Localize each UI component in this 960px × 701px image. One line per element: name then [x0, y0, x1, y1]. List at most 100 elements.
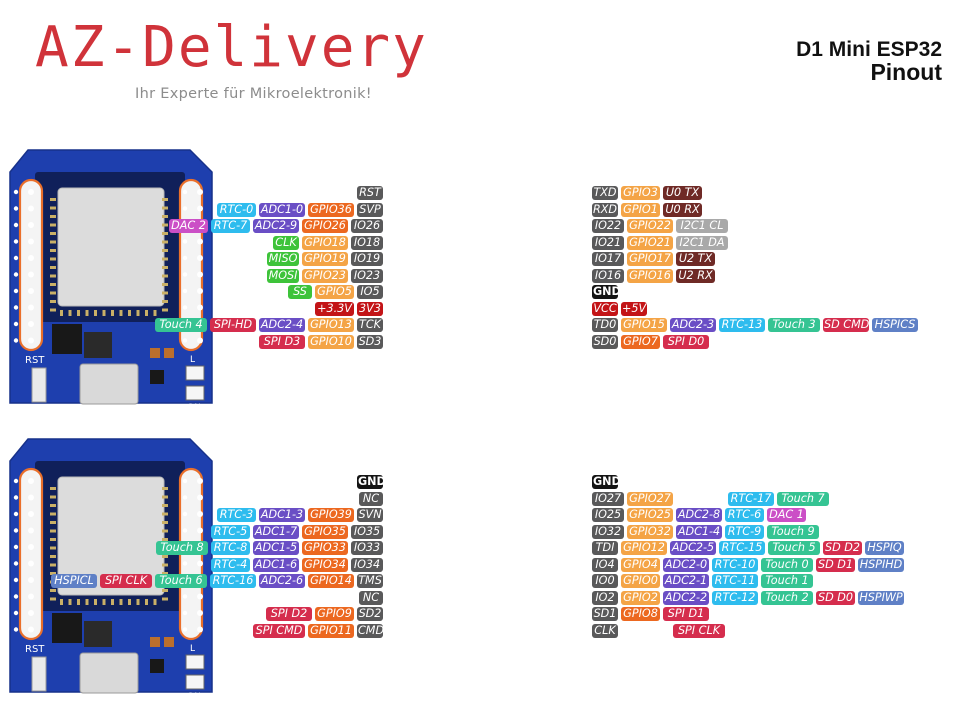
top-left-pin-8-3-3v: +3.3V	[315, 301, 354, 316]
bottom-left-pin-7-gpio14: GPIO14	[308, 574, 354, 588]
bottom-right-pin-5-hspiq: HSPIQ	[865, 541, 904, 555]
bottom-right-pin-8-touch-2: Touch 2	[761, 590, 813, 605]
top-right-pin-9-rtc-13: RTC-13	[719, 318, 765, 332]
bottom-right-pin-9-gpio8: GPIO8	[621, 607, 660, 621]
top-left-pin-3-dac-2: DAC 2	[169, 219, 208, 233]
top-right-pin-4-gpio21: GPIO21	[627, 235, 673, 250]
bottom-left-pin-1-gnd: GND	[357, 475, 386, 489]
bottom-left-pin-6-io34: IO34	[351, 557, 383, 572]
top-right-pin-4-io21: IO21	[592, 235, 624, 250]
rst-label: RST	[25, 644, 45, 655]
top-left-pin-6-gpio23: GPIO23	[302, 268, 348, 283]
bottom-right-pin-6-sd-d1: SD D1	[816, 557, 855, 572]
top-left-pin-6-io23: IO23	[351, 268, 383, 283]
bottom-left-pin-7-rtc-16: RTC-16	[210, 574, 256, 588]
bottom-left-pin-6-rtc-4: RTC-4	[211, 557, 250, 572]
bottom-left-pin-9-sd2: SD2	[357, 607, 383, 621]
top-left-pin-4-gpio18: GPIO18	[302, 235, 348, 250]
led-on	[185, 674, 205, 690]
bottom-right-pin-10-clk: CLK	[592, 623, 618, 638]
top-left-pin-9-touch-4: Touch 4	[155, 318, 207, 332]
top-left-pin-5-gpio19: GPIO19	[302, 252, 348, 266]
top-right-pin-2-u0-rx: U0 RX	[663, 202, 702, 217]
top-left-pin-2-rtc-0: RTC-0	[217, 202, 256, 217]
top-right-pin-2-gpio1: GPIO1	[621, 202, 660, 217]
bottom-right-pin-6-rtc-10: RTC-10	[712, 557, 758, 572]
top-left-pin-4-clk: CLK	[273, 235, 299, 250]
top-right-pin-4-i2c1-da: I2C1 DA	[676, 235, 728, 250]
top-left-pin-4-io18: IO18	[351, 235, 383, 250]
bottom-left-pin-4-gpio35: GPIO35	[302, 524, 348, 539]
top-right-pin-1-txd: TXD	[592, 186, 618, 200]
bottom-right-pin-4-touch-9: Touch 9	[767, 524, 819, 539]
bottom-left-pin-5-rtc-8: RTC-8	[211, 541, 250, 555]
top-left-pin-7-ss: SS	[288, 285, 312, 299]
top-left-pin-3-rtc-7: RTC-7	[211, 219, 250, 233]
bottom-left-pin-10-gpio11: GPIO11	[308, 623, 354, 638]
bottom-right-pin-5-touch-5: Touch 5	[768, 541, 820, 555]
top-left-pin-7-gpio5: GPIO5	[315, 285, 354, 299]
top-left-pin-6-mosi: MOSI	[267, 268, 299, 283]
top-left-pin-8-3v3: 3V3	[357, 301, 383, 316]
bottom-right-pin-6-gpio4: GPIO4	[621, 557, 660, 572]
top-right-pin-6-u2-rx: U2 RX	[676, 268, 715, 283]
bottom-left-pin-5-io33: IO33	[351, 541, 383, 555]
bottom-left-pin-7-touch-6: Touch 6	[155, 574, 207, 588]
bottom-right-pin-7-rtc-11: RTC-11	[712, 574, 758, 588]
bottom-right-pin-6-io4: IO4	[592, 557, 618, 572]
bottom-left-pin-8-nc: NC	[359, 590, 383, 605]
top-left-pin-2-svp: SVP	[357, 202, 383, 217]
bottom-right-pin-6-adc2-0: ADC2-0	[663, 557, 709, 572]
bottom-right-pin-8-gpio2: GPIO2	[621, 590, 660, 605]
top-left-pin-10-sd3: SD3	[357, 334, 383, 349]
top-right-pin-3-i2c1-cl: I2C1 CL	[676, 219, 728, 233]
top-left-pin-9-gpio13: GPIO13	[308, 318, 354, 332]
on-label: ON	[187, 692, 201, 697]
bottom-right-pin-3-rtc-6: RTC-6	[725, 508, 764, 522]
bottom-right-pin-4-gpio32: GPIO32	[627, 524, 673, 539]
brand-logo: AZ-Delivery Ihr Experte für Mikroelektro…	[35, 18, 445, 103]
d1-mini-board: RST L ON	[9, 149, 213, 413]
left-header	[18, 178, 44, 352]
top-right-pin-6-gpio16: GPIO16	[627, 268, 673, 283]
bottom-right-pin-5-rtc-15: RTC-15	[719, 541, 765, 555]
bottom-right-pin-3-dac-1: DAC 1	[767, 508, 806, 522]
top-left-pin-5-io19: IO19	[351, 252, 383, 266]
top-left-pin-3-io26: IO26	[351, 219, 383, 233]
bottom-right-pin-3-io25: IO25	[592, 508, 624, 522]
bottom-right-pin-6-touch-0: Touch 0	[761, 557, 813, 572]
bottom-right-pin-5-tdi: TDI	[592, 541, 618, 555]
top-left-pin-5-miso: MISO	[267, 252, 299, 266]
bottom-left-pin-5-touch-8: Touch 8	[156, 541, 208, 555]
top-left-pin-2-adc1-0: ADC1-0	[259, 202, 305, 217]
top-right-pin-9-td0: TD0	[592, 318, 618, 332]
bottom-left-pin-3-rtc-3: RTC-3	[217, 508, 256, 522]
bottom-left-pin-4-rtc-5: RTC-5	[211, 524, 250, 539]
bottom-right-pin-2-gpio27: GPIO27	[627, 491, 673, 506]
top-right-pin-9-hspics: HSPICS	[872, 318, 918, 332]
top-right-pin-6-io16: IO16	[592, 268, 624, 283]
bottom-left-pin-5-adc1-5: ADC1-5	[253, 541, 299, 555]
bottom-left-pin-6-gpio34: GPIO34	[302, 557, 348, 572]
top-right-pin-8-5v: +5V	[621, 301, 647, 316]
top-left-pin-1-rst: RST	[357, 186, 383, 200]
bottom-left-pin-3-svn: SVN	[357, 508, 383, 522]
top-left-pin-3-adc2-9: ADC2-9	[253, 219, 299, 233]
top-right-pin-1-u0-tx: U0 TX	[663, 186, 702, 200]
top-right-pin-5-u2-tx: U2 TX	[676, 252, 715, 266]
led-on	[185, 385, 205, 401]
bottom-left-pin-7-adc2-6: ADC2-6	[259, 574, 305, 588]
title-line-1: D1 Mini ESP32	[796, 38, 942, 61]
bottom-right-pin-7-io0: IO0	[592, 574, 618, 588]
l-label: L	[190, 644, 195, 654]
top-left-pin-9-tck: TCK	[357, 318, 383, 332]
top-right-pin-1-gpio3: GPIO3	[621, 186, 660, 200]
bottom-right-pin-8-adc2-2: ADC2-2	[663, 590, 709, 605]
bottom-left-pin-7-spi-clk: SPI CLK	[100, 574, 152, 588]
rst-label: RST	[25, 355, 45, 366]
bottom-right-pin-2-rtc-17: RTC-17	[728, 491, 774, 506]
top-right-pin-7-gnd: GND	[592, 285, 621, 299]
bottom-right-pin-9-spi-d1: SPI D1	[663, 607, 709, 621]
top-right-pin-9-sd-cmd: SD CMD	[823, 318, 870, 332]
